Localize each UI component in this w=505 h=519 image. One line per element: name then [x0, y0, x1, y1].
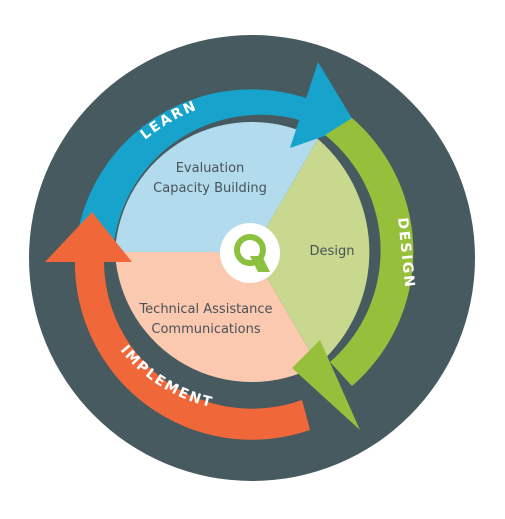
design-arc — [292, 118, 414, 430]
implement-line1: Technical Assistance — [138, 302, 272, 317]
implement-line2: Communications — [151, 322, 260, 337]
evaluation-line1: Evaluation — [176, 161, 245, 176]
implement-segment — [115, 252, 318, 383]
q-logo-icon — [220, 223, 280, 283]
evaluation-line2: Capacity Building — [153, 181, 267, 196]
design-text: Design — [310, 244, 355, 259]
inner-pie — [115, 121, 370, 383]
implement-arc — [45, 212, 311, 440]
evaluation-segment — [115, 121, 318, 252]
design-segment — [252, 139, 370, 365]
design-label: DESIGN — [394, 217, 417, 290]
